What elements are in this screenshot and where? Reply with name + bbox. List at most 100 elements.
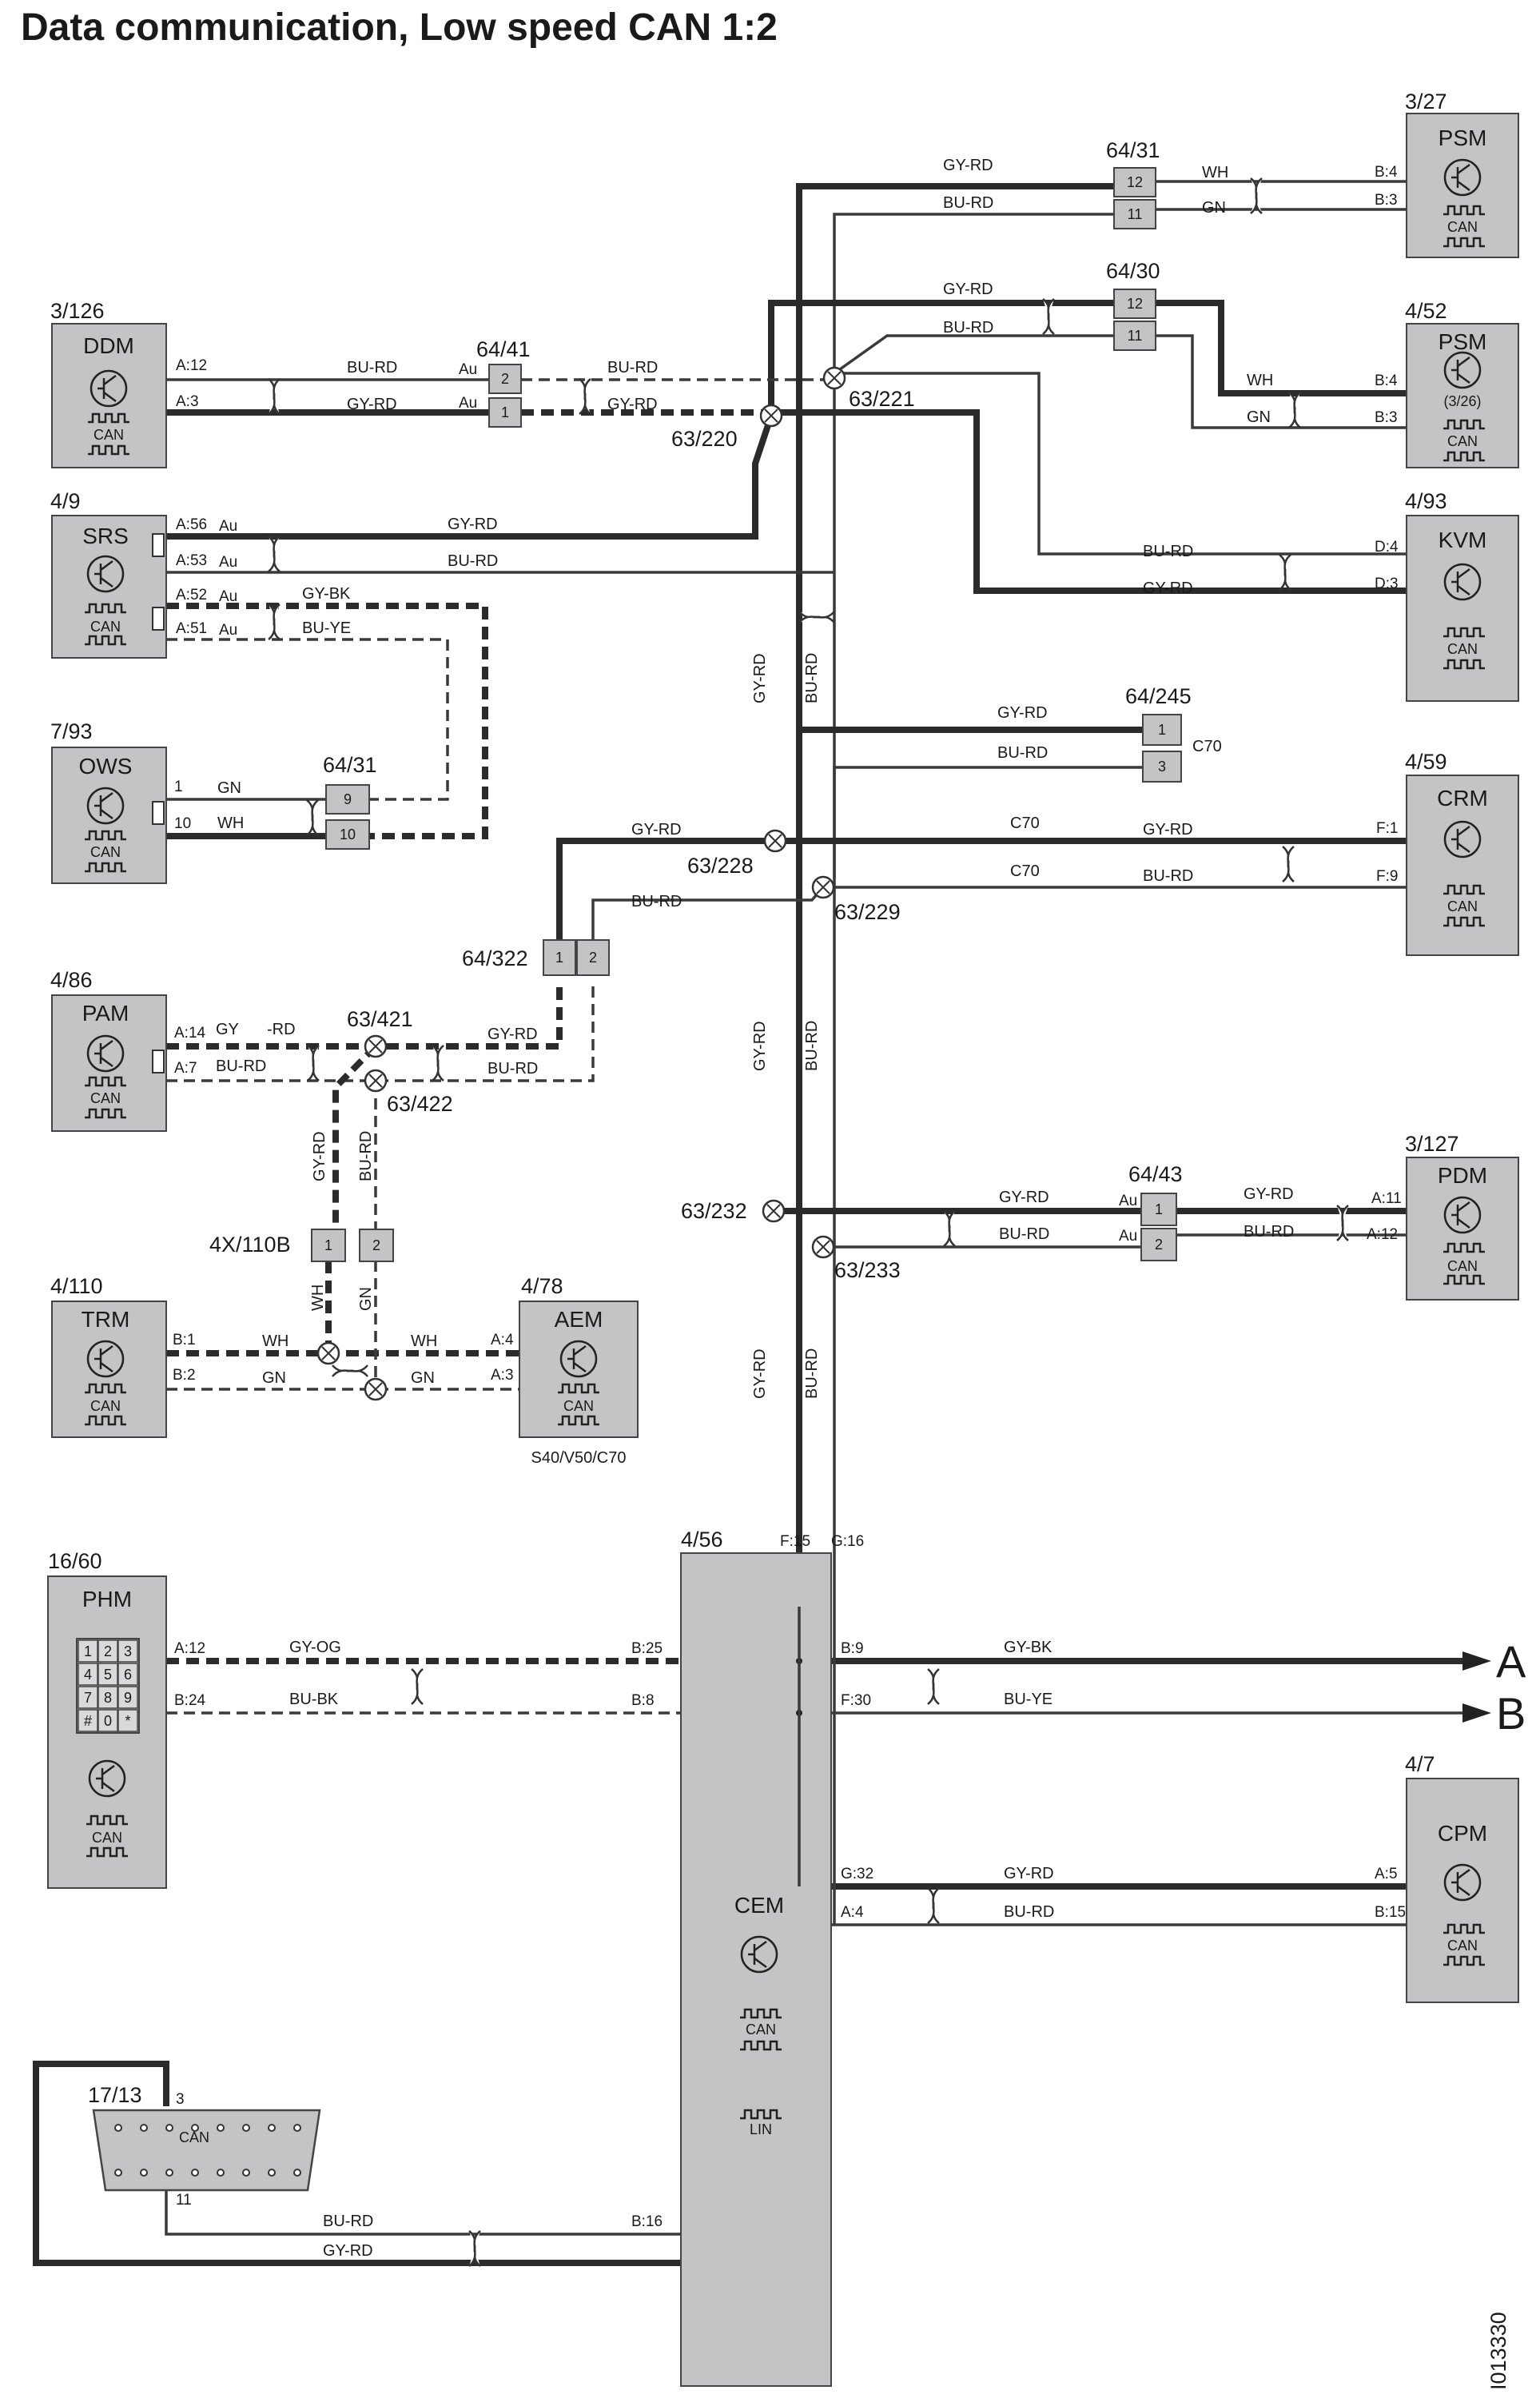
svg-text:BU-RD: BU-RD xyxy=(803,1348,821,1399)
wire-bu-rd-64-245 xyxy=(833,766,1143,878)
module-pdm-ref: 3/127 xyxy=(1405,1132,1459,1156)
keypad-key xyxy=(117,1709,138,1732)
conn-4x-110b-2 xyxy=(359,1229,394,1262)
module-trm-name: TRM xyxy=(82,1307,130,1332)
twist-icon xyxy=(411,1668,424,1705)
svg-text:10: 10 xyxy=(174,815,191,832)
svg-text:GY-RD: GY-RD xyxy=(943,281,993,298)
svg-text:A:3: A:3 xyxy=(176,393,199,410)
keypad-key-label: 5 xyxy=(104,1667,112,1683)
svg-text:A:53: A:53 xyxy=(176,552,207,569)
svg-text:F:1: F:1 xyxy=(1376,820,1398,837)
splice-mark-icon xyxy=(368,1039,383,1054)
dlc-pin xyxy=(114,2124,122,2132)
output-arrows: A B xyxy=(1462,1636,1526,1739)
wire-gy-rd-kvm xyxy=(771,409,1407,594)
svg-text:GY-BK: GY-BK xyxy=(302,585,351,603)
conn-64-30-12 xyxy=(1113,289,1156,319)
svg-text:B:25: B:25 xyxy=(631,1640,663,1657)
conn-64-322-label: 64/322 xyxy=(462,946,528,970)
module-pdm-wave-icon xyxy=(1443,1242,1485,1285)
module-aem-ref: 4/78 xyxy=(521,1274,563,1298)
pin-labels: B:4 B:3 A:12 A:3 Au Au B:4 B:3 A:56 A:53… xyxy=(173,164,1406,2230)
svg-text:GN: GN xyxy=(1202,199,1226,217)
dlc-pin xyxy=(165,2169,173,2177)
twist-icon xyxy=(1042,298,1055,335)
module-phm-name: PHM xyxy=(82,1587,132,1611)
module-crm-symbol-icon xyxy=(1443,820,1482,858)
conn-64-41-1 xyxy=(488,397,522,428)
module-kvm-bus: CAN xyxy=(1447,641,1478,657)
splice-mark-icon xyxy=(816,1240,830,1254)
module-ows-ref: 7/93 xyxy=(50,719,93,743)
svg-text:BU-RD: BU-RD xyxy=(1244,1223,1294,1241)
svg-text:11: 11 xyxy=(1128,328,1143,344)
arrow-a-icon xyxy=(1462,1651,1491,1671)
wire-bu-rd-crm xyxy=(591,886,1407,951)
module-cem-bus: CAN xyxy=(746,2022,776,2038)
svg-text:BU-RD: BU-RD xyxy=(448,552,498,570)
module-trm-bus: CAN xyxy=(90,1398,121,1414)
module-srs-ref: 4/9 xyxy=(50,489,81,513)
keypad-key-label: 3 xyxy=(124,1643,132,1659)
variant-c70-1: C70 xyxy=(1192,738,1222,755)
svg-text:GY-OG: GY-OG xyxy=(289,1639,341,1656)
dlc-pin xyxy=(293,2169,301,2177)
keypad-key-label: 4 xyxy=(84,1667,92,1683)
svg-text:A:4: A:4 xyxy=(841,1904,864,1921)
conn-64-31-12 xyxy=(1113,167,1156,197)
conn-64-43-label: 64/43 xyxy=(1128,1162,1183,1186)
svg-text:3: 3 xyxy=(1158,759,1166,775)
svg-text:BU-RD: BU-RD xyxy=(1143,543,1193,560)
splice-mark-icon xyxy=(368,1382,383,1396)
modules: 3/27 PSM CAN 4/52 PSM (3/26) CAN 3/126 D… xyxy=(47,90,1519,2387)
svg-text:2: 2 xyxy=(501,371,509,387)
svg-text:GY-RD: GY-RD xyxy=(347,396,397,413)
svg-text:GY-RD: GY-RD xyxy=(751,1021,769,1071)
svg-text:BU-RD: BU-RD xyxy=(487,1060,538,1078)
wire-gy-rd-psm1 xyxy=(796,183,1114,1607)
cem-lin-wave-icon xyxy=(740,2109,782,2120)
svg-text:9: 9 xyxy=(344,791,352,807)
dlc-pin xyxy=(217,2124,225,2132)
keypad-key-label: 8 xyxy=(104,1690,112,1706)
dlc-pin xyxy=(140,2124,148,2132)
termination-resistor-icon xyxy=(152,1050,165,1074)
module-kvm-symbol-icon xyxy=(1443,563,1482,601)
keypad-key-label: 1 xyxy=(84,1643,92,1659)
svg-text:1: 1 xyxy=(324,1237,332,1253)
module-cpm-ref: 4/7 xyxy=(1405,1752,1435,1776)
svg-text:GY-RD: GY-RD xyxy=(1143,580,1193,597)
svg-text:B:3: B:3 xyxy=(1375,409,1398,426)
conn-64-322-1 xyxy=(543,939,576,976)
conn-64-31-label: 64/31 xyxy=(1106,138,1160,162)
dlc-connector xyxy=(92,2109,321,2192)
svg-text:1: 1 xyxy=(555,950,563,966)
module-kvm-ref: 4/93 xyxy=(1405,489,1447,513)
svg-text:WH: WH xyxy=(1202,164,1228,181)
svg-text:BU-RD: BU-RD xyxy=(803,1021,821,1071)
module-ddm-symbol-icon xyxy=(90,369,128,408)
wire-gy-rd-aem xyxy=(332,1044,378,1229)
svg-text:GN: GN xyxy=(411,1369,435,1387)
module-trm-wave-icon xyxy=(85,1383,126,1426)
conn-64-41-2 xyxy=(488,364,522,394)
twist-icon xyxy=(268,536,281,572)
keypad-key xyxy=(78,1686,98,1709)
svg-text:1: 1 xyxy=(501,404,509,420)
dlc-pin xyxy=(242,2124,250,2132)
svg-text:GY-RD: GY-RD xyxy=(943,157,993,174)
module-crm-name: CRM xyxy=(1437,786,1488,811)
keypad-key xyxy=(97,1686,118,1709)
cem-can-wave-icon xyxy=(740,2008,782,2051)
svg-text:WH: WH xyxy=(411,1332,437,1350)
svg-text:GN: GN xyxy=(262,1369,286,1387)
conn-64-31b-9 xyxy=(325,784,370,815)
svg-text:B:3: B:3 xyxy=(1375,192,1398,209)
twist-icon xyxy=(943,1210,956,1247)
dlc-pin xyxy=(191,2169,199,2177)
module-ows-bus: CAN xyxy=(90,844,121,860)
splice-63-221-label: 63/221 xyxy=(849,387,915,411)
module-ows-symbol-icon xyxy=(86,787,125,825)
svg-text:G:32: G:32 xyxy=(841,1866,873,1882)
